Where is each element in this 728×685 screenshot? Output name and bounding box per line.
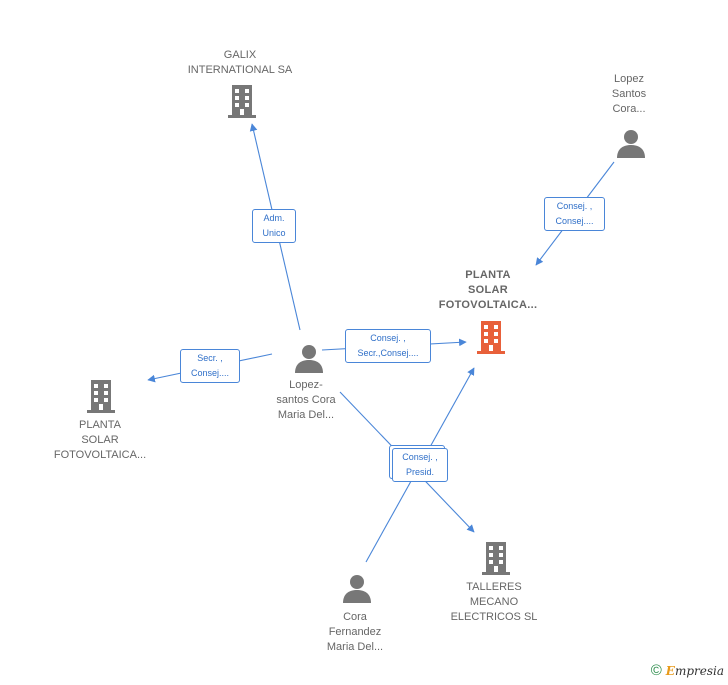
person-icon bbox=[295, 345, 323, 373]
building-icon bbox=[87, 380, 115, 413]
building-icon bbox=[482, 542, 510, 575]
building-icon bbox=[228, 85, 256, 118]
person-icon bbox=[343, 575, 371, 603]
node-label-lopez-santos: Lopez Santos Cora... bbox=[611, 73, 647, 115]
node-label-galix: GALIX INTERNATIONAL SA bbox=[187, 49, 293, 76]
person-icon bbox=[617, 130, 645, 158]
copyright-icon: © bbox=[650, 662, 662, 679]
node-label-talleres: TALLERES MECANO ELECTRICOS SL bbox=[450, 581, 538, 623]
node-label-lopez-center: Lopez- santos Cora Maria Del... bbox=[276, 379, 336, 421]
node-label-planta-main: PLANTA SOLAR FOTOVOLTAICA... bbox=[438, 269, 538, 311]
edge-label-adm-unico[interactable]: Adm. Unico bbox=[252, 209, 296, 243]
edge-label-secr-left[interactable]: Secr. , Consej.... bbox=[180, 349, 240, 383]
edge-label-consej-center[interactable]: Consej. , Secr.,Consej.... bbox=[345, 329, 431, 363]
node-label-cora: Cora Fernandez Maria Del... bbox=[326, 611, 384, 653]
node-label-planta-left: PLANTA SOLAR FOTOVOLTAICA... bbox=[53, 419, 147, 461]
edge-label-consej-presid[interactable]: Consej. , Presid. bbox=[392, 448, 448, 482]
brand-logo: Empresia bbox=[665, 664, 724, 678]
building-highlight-icon bbox=[477, 321, 505, 354]
edge-label-consej-top-right[interactable]: Consej. , Consej.... bbox=[544, 197, 605, 231]
empresia-watermark: ©Empresia bbox=[651, 662, 724, 679]
